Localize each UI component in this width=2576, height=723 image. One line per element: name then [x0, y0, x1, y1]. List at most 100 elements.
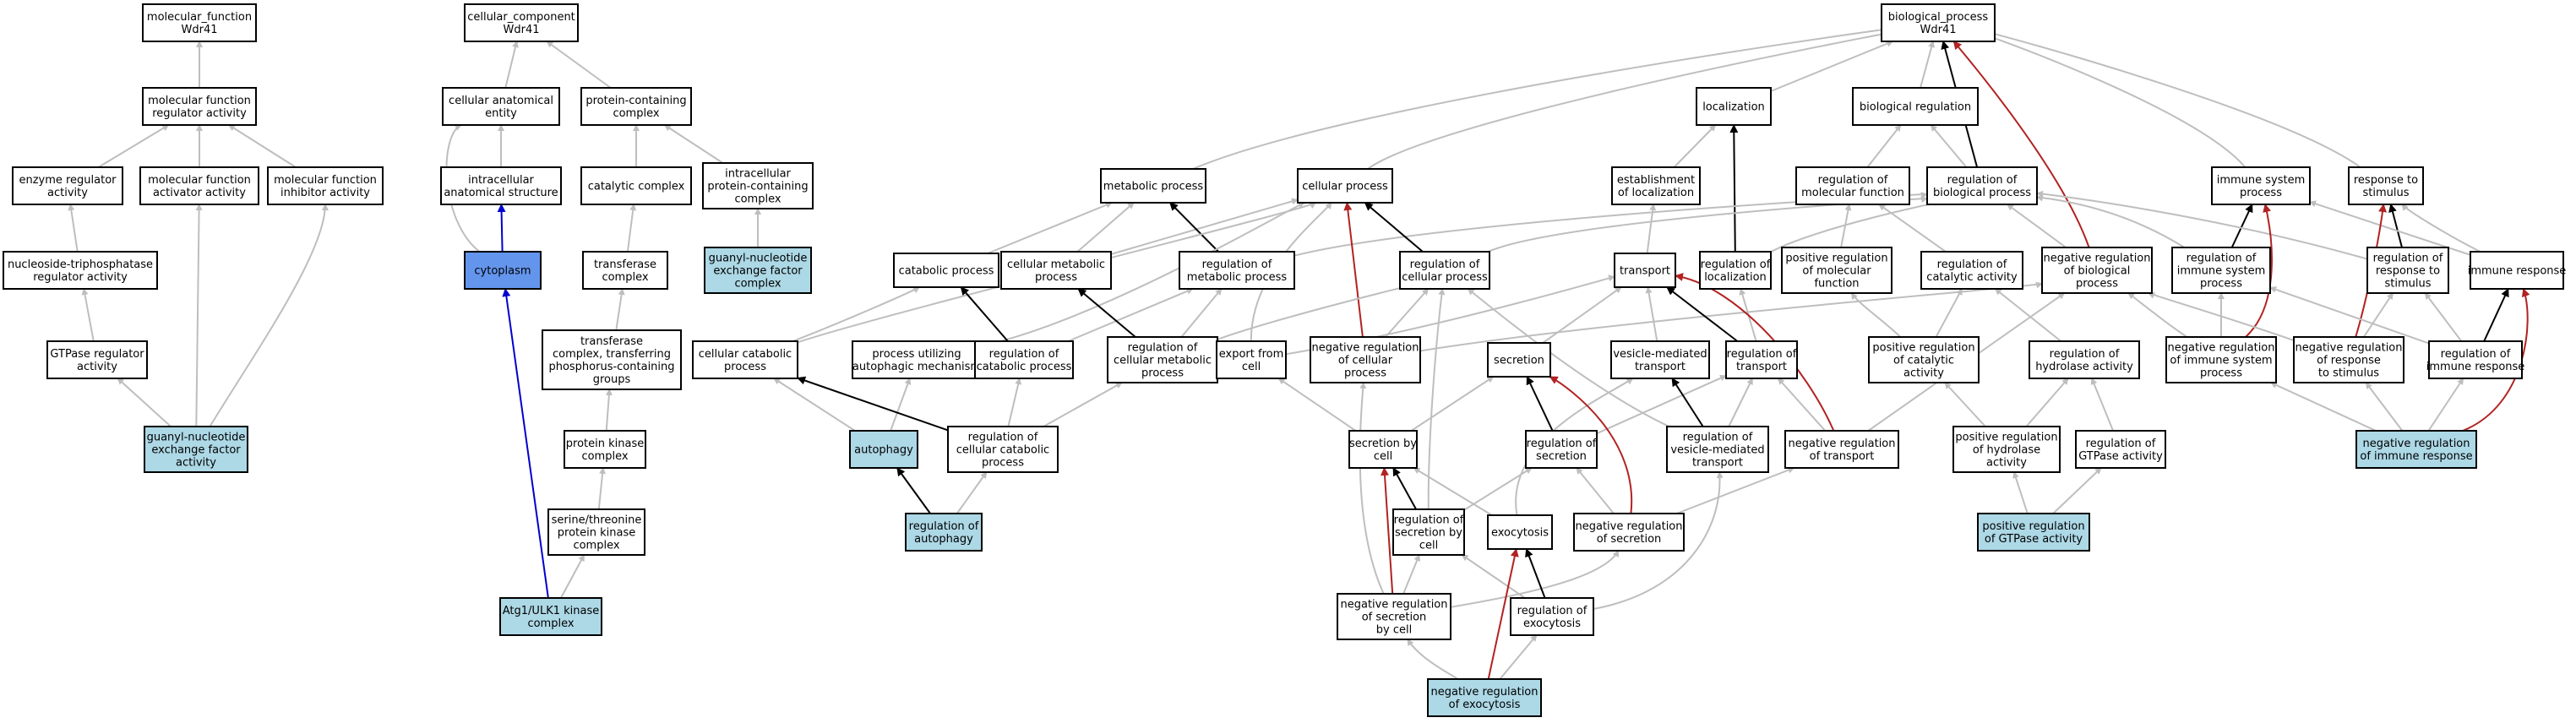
- go-term-node-metp[interactable]: metabolic process: [1100, 168, 1206, 204]
- node-label-line: Atg1/ULK1 kinase: [503, 605, 599, 617]
- edge-is-a-ccp-to-catp: [792, 286, 920, 342]
- edge-is-a-metp-to-bp: [1192, 25, 1888, 170]
- go-term-node-sec[interactable]: secretion: [1487, 342, 1551, 378]
- go-term-node-catp[interactable]: catabolic process: [893, 253, 999, 288]
- go-term-node-ir[interactable]: immune response: [2468, 251, 2567, 290]
- node-label-line: of GTPase activity: [1985, 533, 2083, 546]
- go-term-node-cyto[interactable]: cytoplasm: [464, 251, 542, 290]
- node-box: [2165, 336, 2277, 383]
- node-label-line: stimulus: [2362, 187, 2409, 199]
- go-term-node-cellp[interactable]: cellular process: [1297, 168, 1393, 204]
- node-label-line: regulation of: [1517, 605, 1588, 617]
- node-label-line: regulation of: [2050, 348, 2120, 361]
- node-box: [1852, 87, 1979, 126]
- go-term-node-exo[interactable]: exocytosis: [1487, 514, 1553, 550]
- node-label-line: exocytosis: [1523, 617, 1581, 630]
- edge-is-a-nrtr-to-rtr: [1777, 378, 1827, 432]
- node-box: [2428, 340, 2523, 379]
- node-box: [1525, 430, 1598, 469]
- go-term-node-breg[interactable]: biological regulation: [1852, 87, 1979, 126]
- edge-part-of-rsec-to-sec: [1526, 376, 1554, 432]
- node-box: [1952, 426, 2061, 473]
- edge-is-a-tfc-to-catc: [626, 204, 637, 253]
- edge-is-a-rts-to-bp: [1988, 30, 2361, 168]
- go-term-node-catc[interactable]: catalytic complex: [580, 166, 692, 205]
- node-label-line: negative regulation: [1788, 438, 1895, 450]
- edge-is-a-prca-to-rca: [1935, 288, 1963, 338]
- node-label-line: transport: [1620, 265, 1670, 278]
- node-box: [499, 597, 602, 636]
- node-label-line: function: [1814, 278, 1859, 291]
- go-term-node-auto[interactable]: autophagy: [849, 430, 918, 469]
- node-box: [1216, 340, 1287, 379]
- edge-is-a-prgtpa-to-prha: [2012, 471, 2029, 514]
- node-label-line: secretion: [1536, 450, 1587, 463]
- node-label-line: anatomical structure: [444, 187, 558, 199]
- go-term-node-loc[interactable]: localization: [1696, 87, 1772, 126]
- go-term-node-trans[interactable]: transport: [1614, 253, 1676, 288]
